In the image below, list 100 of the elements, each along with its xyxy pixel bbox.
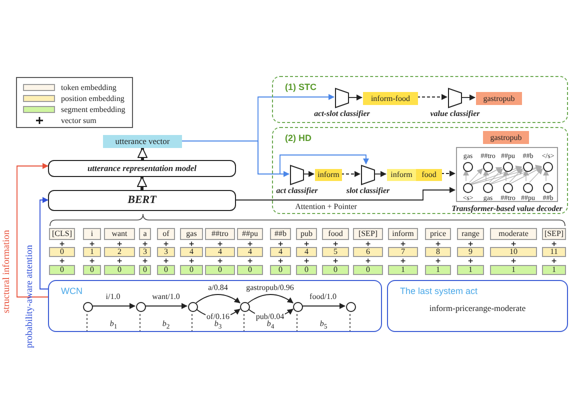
token-cell: i [83, 228, 101, 240]
input-panel [48, 280, 382, 332]
token-cell: pub [296, 228, 317, 240]
arrow [543, 170, 549, 182]
segment-cell: 0 [296, 265, 317, 275]
position-cell: 5 [322, 247, 349, 257]
segment-cell: 0 [270, 265, 291, 275]
position-cell: 4 [205, 247, 235, 257]
segment-cell: 0 [157, 265, 175, 275]
classifier-symbol [361, 165, 375, 185]
act-text: inform-pricerange-moderate [429, 304, 526, 312]
state-circle [503, 162, 513, 172]
boundary-label: b$_{5}$ [320, 320, 328, 332]
module-panel [272, 127, 568, 214]
arrow [463, 170, 469, 182]
state-circle [188, 302, 198, 312]
panel-title: (2) HD [285, 134, 312, 143]
segment-cell: 1 [388, 265, 418, 275]
label-box: inform [315, 169, 342, 181]
segment-cell: 0 [49, 265, 75, 275]
state-circle [463, 162, 473, 172]
position-cell: 1 [83, 247, 101, 257]
edge-label: of/0.16 [206, 313, 230, 321]
arrow [302, 303, 346, 309]
arrow [470, 164, 542, 185]
position-cell: 9 [457, 247, 484, 257]
position-cell: 11 [542, 247, 566, 257]
state-circle [483, 183, 493, 193]
panel-title: (1) STC [285, 83, 316, 92]
state-circle [503, 183, 513, 193]
arrow [248, 294, 294, 304]
segment-cell: 0 [139, 265, 151, 275]
label-box: food [416, 169, 442, 181]
boundary-label: b$_{1}$ [110, 320, 118, 332]
state-circle [523, 162, 533, 172]
position-cell: 4 [237, 247, 263, 257]
classifier-label: value classifier [430, 110, 480, 118]
arrow [92, 303, 136, 309]
arrow [236, 187, 456, 200]
token-cell: ##b [270, 228, 291, 240]
classifier-symbol [290, 165, 304, 185]
arrow [16, 163, 48, 298]
token-cell: price [425, 228, 451, 240]
state-circle [483, 162, 493, 172]
model-box: utterance representation model [48, 160, 236, 177]
segment-cell: 0 [83, 265, 101, 275]
state-circle [543, 162, 553, 172]
edge-label: structural information [3, 230, 12, 314]
model-box: BERT [48, 190, 236, 211]
position-cell: 10 [490, 247, 537, 257]
segment-cell: 0 [104, 265, 135, 275]
edge-label: probability-aware attention [26, 245, 36, 348]
position-cell: 3 [157, 247, 175, 257]
segment-cell: 1 [425, 265, 451, 275]
arrow [529, 168, 543, 183]
token-cell: inform [388, 228, 418, 240]
arrow [440, 170, 456, 176]
arrow [340, 171, 360, 177]
segment-cell: 0 [353, 265, 383, 275]
boundary-label: b$_{4}$ [266, 320, 274, 332]
edge-label: Attention + Pointer [294, 203, 358, 211]
position-cell: 0 [49, 247, 75, 257]
arrow [490, 167, 522, 184]
edge-label: gastropub/0.96 [245, 284, 295, 292]
edge-label: pub/0.04 [254, 313, 286, 321]
state-circle [83, 302, 93, 312]
arrow [144, 303, 188, 309]
state-circle [346, 302, 356, 312]
panel-title: WCN [61, 287, 82, 296]
legend-label: vector sum [61, 116, 96, 124]
label-box: inform-food [363, 92, 418, 105]
arrow [302, 171, 314, 177]
classifier-label: slot classifier [346, 187, 390, 195]
arrow [490, 166, 542, 185]
state-circle [463, 183, 473, 193]
arrow [40, 197, 48, 290]
arrow [510, 167, 542, 184]
decoder-title: Transformer-based value decoder [452, 205, 562, 213]
arrow [374, 171, 386, 177]
position-cell: 2 [104, 247, 135, 257]
token-cell: ##tro [205, 228, 235, 240]
block-arrow [137, 176, 147, 190]
segment-cell: 0 [180, 265, 203, 275]
vector-box: utterance vector [103, 135, 182, 148]
legend-label: token embedding [61, 84, 116, 92]
legend-label: position embedding [61, 94, 124, 102]
classifier-label: act-slot classifier [314, 110, 370, 118]
arrow [182, 140, 369, 174]
arrow [196, 294, 240, 304]
position-cell: 8 [425, 247, 451, 257]
segment-cell: 0 [237, 265, 263, 275]
token-cell: range [457, 228, 484, 240]
label-box: inform [387, 169, 416, 181]
segment-cell: 0 [322, 265, 349, 275]
edge-label: i/1.0 [104, 293, 122, 301]
value-box: gastropub [483, 131, 529, 144]
state-circle [523, 183, 533, 193]
segment-cell: 1 [490, 265, 537, 275]
token-cell: a [139, 228, 151, 240]
module-panel [272, 76, 568, 123]
